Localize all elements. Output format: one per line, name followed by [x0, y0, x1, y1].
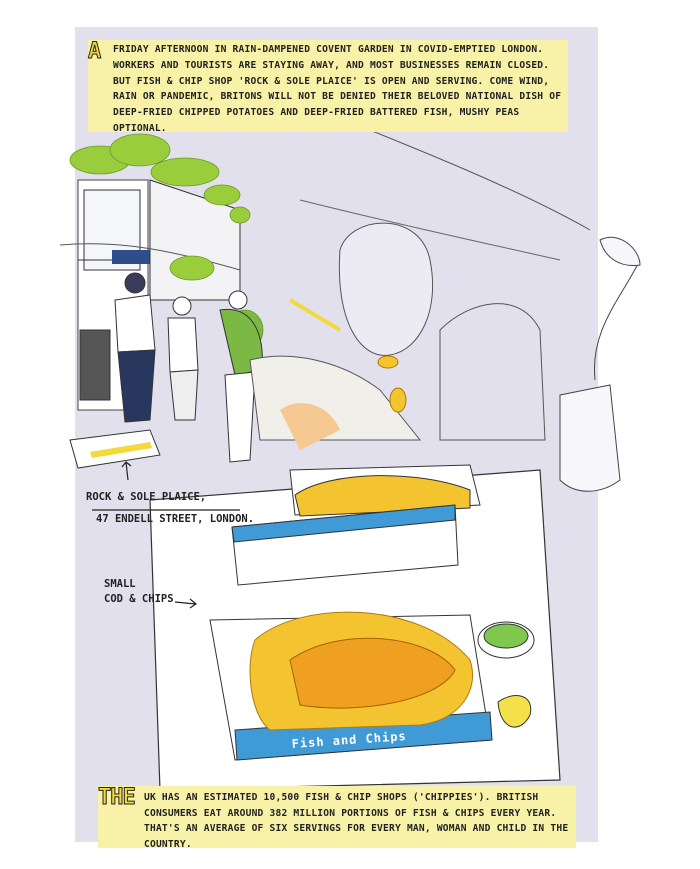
foliage-drawing	[69, 133, 264, 351]
intro-text: Friday afternoon in rain-dampened Covent…	[113, 44, 562, 134]
intro-drop-cap: A	[88, 39, 102, 64]
shopfront-drawing	[59, 109, 591, 411]
outro-caption: THE UK has an estimated 10,500 fish & ch…	[98, 785, 576, 850]
box-drawing	[209, 611, 493, 761]
shop-name-annotation: Rock & Sole Plaice,	[86, 491, 207, 503]
outro-text: UK has an estimated 10,500 fish & chip s…	[144, 792, 569, 850]
back-box-drawing	[289, 464, 481, 517]
box-lid-drawing	[231, 504, 459, 586]
plant-drawing	[559, 236, 641, 492]
dish-annotation-line2: cod & chips	[104, 593, 174, 605]
people-drawing	[114, 272, 263, 463]
dish-annotation-line1: Small	[104, 578, 136, 590]
step-drawing	[69, 298, 342, 469]
intro-caption: A Friday afternoon in rain-dampened Cove…	[88, 39, 568, 134]
annotation-arrows	[92, 461, 240, 609]
outro-drop-word: THE	[98, 785, 137, 810]
diner-drawing	[249, 222, 546, 450]
shop-address-annotation: 47 Endell Street, London.	[96, 513, 255, 525]
side-dish-drawing	[477, 621, 535, 728]
